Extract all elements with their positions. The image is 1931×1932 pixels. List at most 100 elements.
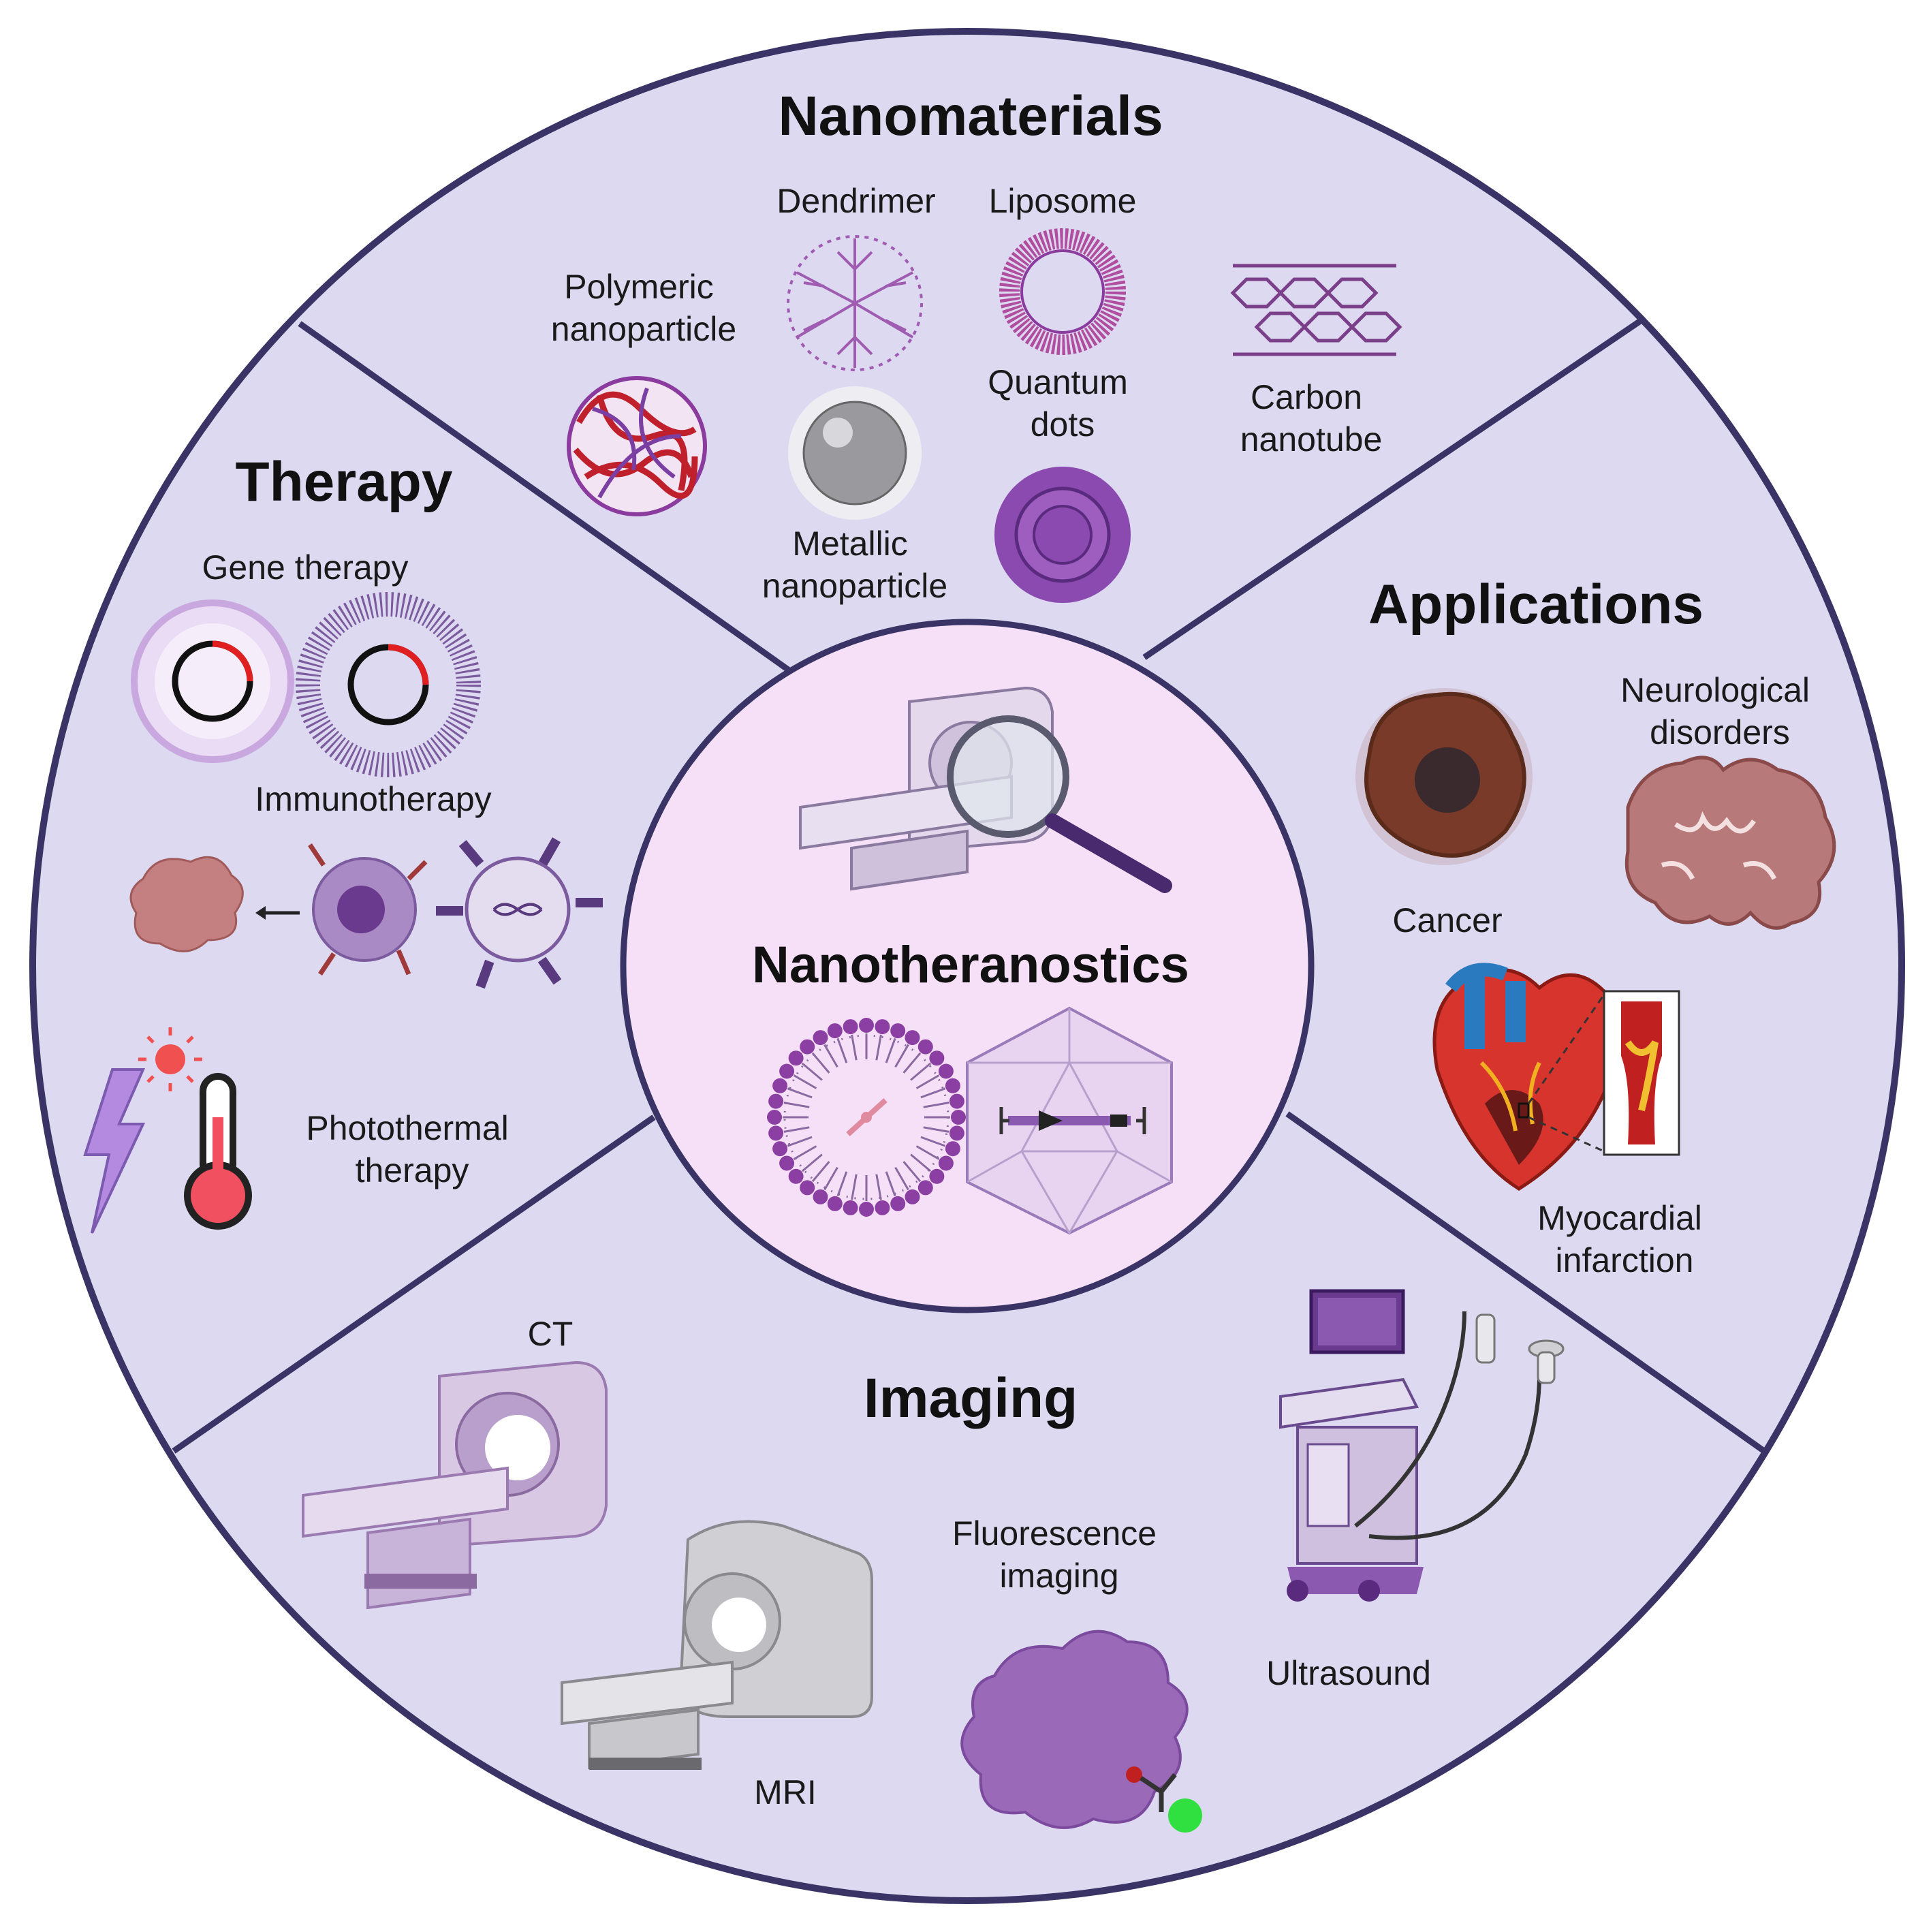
lipid-head [875, 1200, 890, 1215]
lipid-tail [783, 1102, 810, 1108]
label-cancer: Cancer [1392, 901, 1502, 939]
lipid-head [813, 1030, 828, 1046]
brain-icon [1624, 755, 1836, 930]
lipid-head [905, 1189, 920, 1204]
lipid-head [827, 1023, 843, 1039]
lipid-tail [823, 1166, 838, 1191]
lipid-head [813, 1189, 828, 1204]
lipid-head [779, 1155, 795, 1171]
lipid-tail [787, 1087, 813, 1099]
lipid-head [929, 1050, 945, 1066]
nanomaterials-title: Nanomaterials [778, 85, 1163, 147]
lipid-head [929, 1168, 945, 1184]
lipid-tail [910, 1153, 932, 1172]
lipid-head [843, 1019, 858, 1035]
lipid-tail [920, 1136, 946, 1147]
label-mri: MRI [754, 1773, 817, 1811]
lipid-head [779, 1063, 795, 1079]
lipid-tail [836, 1171, 848, 1197]
fluorescence-imaging-icon [960, 1630, 1202, 1833]
label-quantum-dots: Quantum dots [988, 363, 1137, 443]
label-neurological-disorders: Neurological disorders [1620, 671, 1819, 751]
label-ultrasound: Ultrasound [1266, 1654, 1431, 1692]
lipid-tail [923, 1126, 949, 1133]
lipid-head [949, 1093, 964, 1109]
carbon-nanotube-icon [1230, 264, 1402, 356]
lipid-head [800, 1039, 815, 1055]
lipid-tail [875, 1174, 882, 1200]
mri-scanner-icon [561, 1520, 873, 1770]
label-dendrimer: Dendrimer [776, 182, 935, 220]
lipid-head [890, 1196, 906, 1211]
label-metallic-nanoparticle: Metallic nanoparticle [762, 525, 947, 605]
lipid-tail [793, 1145, 817, 1160]
label-ct: CT [528, 1315, 574, 1353]
lipid-head [938, 1155, 954, 1171]
lipid-head [917, 1180, 933, 1196]
lipid-head [875, 1019, 890, 1035]
lipid-head [768, 1125, 784, 1141]
ultrasound-machine-icon [1279, 1289, 1565, 1602]
label-myocardial-infarction: Myocardial infarction [1537, 1199, 1712, 1279]
label-liposome: Liposome [989, 182, 1137, 220]
center-viral-vector-icon [966, 1006, 1173, 1235]
lipid-head [859, 1018, 874, 1033]
label-fluorescence-imaging: Fluorescence imaging [952, 1514, 1166, 1595]
lipid-tail [801, 1062, 823, 1081]
label-gene-therapy: Gene therapy [202, 548, 409, 587]
applications-title: Applications [1368, 574, 1704, 636]
imaging-title: Imaging [864, 1367, 1078, 1429]
divider-therapy-nanomaterials [298, 321, 792, 674]
lipid-head [843, 1200, 858, 1215]
dendrimer-icon [787, 235, 923, 371]
lipid-head [949, 1125, 964, 1141]
lipid-head [945, 1078, 960, 1093]
label-photothermal-therapy: Photothermal therapy [306, 1109, 518, 1189]
lipid-tail [811, 1052, 830, 1074]
lipid-tail [875, 1034, 882, 1061]
polymeric-nanoparticle-icon [567, 376, 707, 516]
immunotherapy-icon [129, 837, 603, 989]
label-carbon-nanotube: Carbon nanotube [1240, 378, 1383, 458]
center-title: Nanotheranostics [752, 936, 1189, 994]
lipid-head [917, 1039, 933, 1055]
lipid-head [788, 1168, 804, 1184]
lipid-head [945, 1141, 960, 1157]
lipid-tail [801, 1153, 823, 1172]
divider-nanomaterials-applications [1142, 317, 1644, 660]
label-polymeric-nanoparticle: Polymeric nanoparticle [551, 268, 736, 348]
lipid-tail [851, 1034, 858, 1061]
lipid-head [938, 1063, 954, 1079]
lipid-head [859, 1202, 874, 1217]
lipid-head [767, 1110, 782, 1125]
lipid-tail [915, 1074, 940, 1089]
lipid-head [772, 1078, 788, 1093]
divider-imaging-therapy [172, 1115, 656, 1454]
liposome-icon [999, 228, 1126, 355]
lipid-head [788, 1050, 804, 1066]
quantum-dots-icon [994, 467, 1131, 603]
photothermal-therapy-icon [83, 1027, 252, 1234]
metallic-nanoparticle-icon [788, 386, 922, 520]
lipid-tail [885, 1038, 896, 1063]
lipid-tail [783, 1126, 810, 1133]
lipid-tail [836, 1038, 848, 1063]
divider-applications-imaging [1285, 1111, 1766, 1454]
lipid-head [827, 1196, 843, 1211]
lipid-tail [894, 1166, 909, 1191]
ct-scanner-icon [302, 1360, 608, 1610]
label-immunotherapy: Immunotherapy [255, 780, 491, 818]
lipid-tail [787, 1136, 813, 1147]
lipid-tail [920, 1087, 946, 1099]
gene-therapy-icon [131, 592, 481, 777]
lipid-tail [885, 1171, 896, 1197]
lipid-tail [823, 1044, 838, 1068]
lipid-tail [923, 1102, 949, 1108]
lipid-tail [902, 1161, 922, 1183]
lipid-tail [910, 1062, 932, 1081]
center-scanner-magnifier-icon [799, 686, 1172, 893]
lipid-head [890, 1023, 906, 1039]
lipid-tail [793, 1074, 817, 1089]
heart-icon [1432, 963, 1680, 1191]
